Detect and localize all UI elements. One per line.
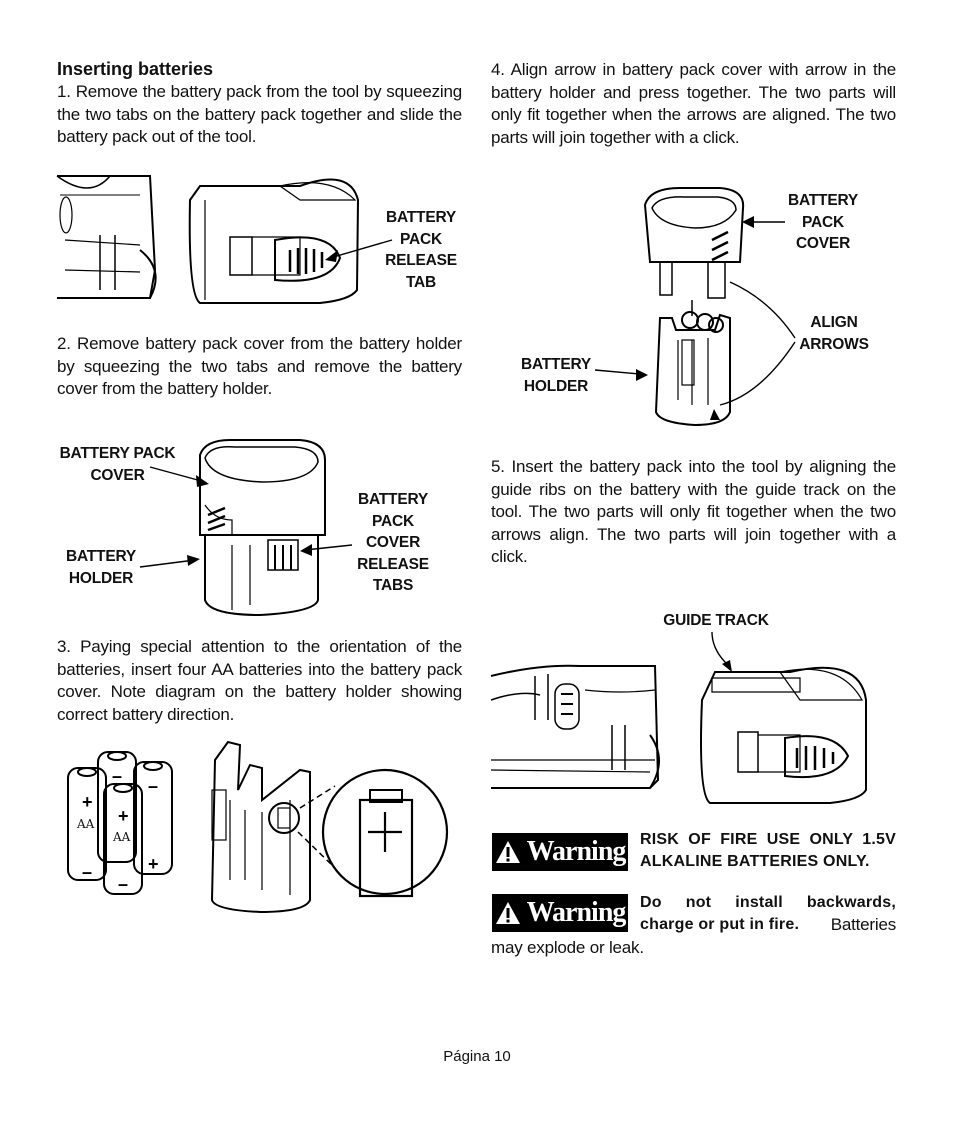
step-5-text: 5. Insert the battery pack into the tool… — [491, 457, 896, 566]
aa-label-1: AA — [77, 817, 95, 831]
warning-triangle-icon — [495, 902, 520, 924]
warning-text-2-rest: Batteries may explode or leak. — [491, 914, 896, 959]
warning-badge-1: Warning — [492, 833, 628, 871]
svg-text:–: – — [112, 766, 122, 786]
step-2-text: 2. Remove battery pack cover from the ba… — [57, 334, 462, 398]
warning-text-2-rest-span: Batteries may explode or leak. — [491, 915, 896, 957]
step-1-text: 1. Remove the battery pack from the tool… — [57, 82, 462, 146]
warning-badge-2: Warning — [492, 894, 628, 932]
svg-text:–: – — [82, 862, 92, 882]
warning-text-1: RISK OF FIRE USE ONLY 1.5V ALKALINE BATT… — [640, 831, 896, 870]
warning-triangle-icon — [495, 841, 520, 863]
label-guide-track: GUIDE TRACK — [663, 612, 769, 629]
warning-text-2-bold: Do not install backwards, charge or put … — [640, 894, 896, 933]
step-4-text: 4. Align arrow in battery pack cover wit… — [491, 60, 896, 147]
page-footer: Página 10 — [443, 1048, 511, 1065]
section-title: Inserting batteries — [57, 59, 214, 79]
step-3-text: 3. Paying special attention to the orien… — [57, 637, 462, 724]
warning-label-1: Warning — [526, 836, 627, 867]
svg-text:–: – — [148, 776, 158, 796]
svg-text:–: – — [118, 874, 128, 894]
warning-text-2: Do not install backwards, charge or put … — [640, 892, 896, 936]
svg-text:+: + — [82, 792, 93, 812]
aa-label-2: AA — [113, 830, 131, 844]
svg-text:+: + — [148, 854, 159, 874]
warning-label-2: Warning — [526, 897, 627, 928]
svg-text:+: + — [118, 806, 129, 826]
